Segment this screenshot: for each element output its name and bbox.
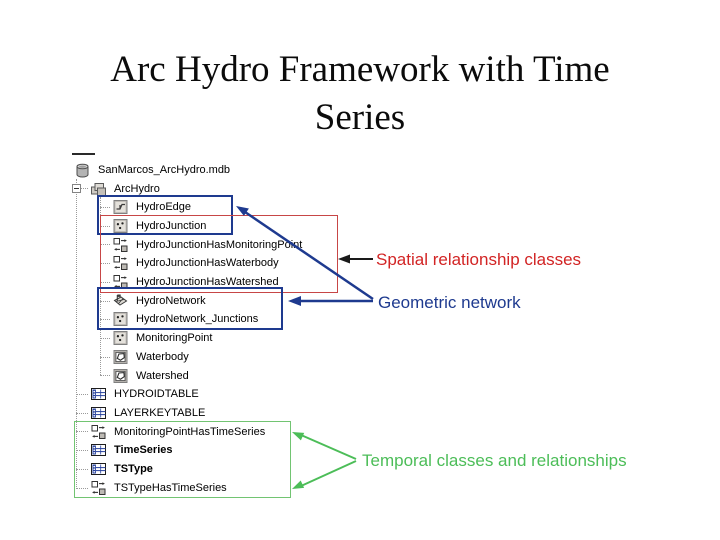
tree-item-label: MonitoringPoint — [136, 332, 213, 345]
tree-item-label: TSTypeHasTimeSeries — [114, 481, 227, 494]
geodatabase-icon — [74, 162, 91, 178]
tree-item-label: HydroNetwork — [136, 294, 206, 307]
tree-guide-stub — [100, 357, 110, 358]
polygon-feature-class-icon — [112, 349, 129, 365]
tree-item-label: HydroEdge — [136, 201, 192, 214]
tree-guide-stub — [100, 226, 110, 227]
tree-guide-stub — [76, 431, 88, 432]
tree-item-hydronetwork-junctions[interactable]: HydroNetwork_Junctions — [0, 310, 720, 329]
tree-guide-stub — [76, 469, 88, 470]
tree-item-hydrojunction[interactable]: HydroJunction — [0, 216, 720, 235]
point-feature-class-icon — [112, 311, 129, 327]
tree-item-archydro[interactable]: ArcHydro — [0, 179, 720, 198]
tree-item-timeseries[interactable]: TimeSeries — [0, 441, 720, 460]
tree-item-label: Waterbody — [136, 350, 189, 363]
tree-item-label: HydroJunctionHasWatershed — [136, 276, 279, 288]
tree-guide-stub — [100, 263, 110, 264]
tree-item-label: HydroJunction — [136, 219, 207, 232]
tree-item-label: SanMarcos_ArcHydro.mdb — [98, 163, 231, 176]
table-icon — [90, 386, 107, 402]
highlight-box-spatial-relationship-classes — [100, 215, 338, 293]
tree-item-label: HYDROIDTABLE — [114, 388, 199, 401]
slide-title-line1: Arc Hydro Framework with Time — [110, 49, 610, 90]
tree-guide-stub — [76, 188, 88, 189]
cropped-divider-line — [72, 153, 95, 155]
tree-item-sanmarcos-archydro-mdb[interactable]: SanMarcos_ArcHydro.mdb — [0, 160, 720, 179]
table-icon — [90, 442, 107, 458]
relationship-class-icon — [112, 255, 129, 271]
tree-item-hydrojunctionhaswaterbody[interactable]: HydroJunctionHasWaterbody — [0, 254, 720, 273]
tree-item-label: HydroNetwork_Junctions — [136, 313, 259, 326]
highlight-box-geometric-network — [97, 287, 283, 330]
line-feature-class-icon — [112, 199, 129, 215]
tree-item-label: ArcHydro — [114, 182, 160, 195]
tree-guide-stub — [100, 338, 110, 339]
tree-guide-stub — [100, 301, 110, 302]
spatial-relationship-classes-label: Spatial relationship classes — [376, 250, 582, 269]
table-icon — [90, 461, 107, 477]
tree-item-waterbody[interactable]: Waterbody — [0, 347, 720, 366]
tree-item-label: Watershed — [136, 369, 189, 382]
tree-item-label: TimeSeries — [114, 444, 173, 457]
tree-item-monitoringpoint[interactable]: MonitoringPoint — [0, 329, 720, 348]
feature-dataset-icon — [90, 181, 107, 197]
relationship-class-icon — [90, 480, 107, 496]
tree-item-label: HydroJunctionHasWaterbody — [136, 257, 279, 270]
tree-item-tstype[interactable]: TSType — [0, 460, 720, 479]
temporal-classes-label: Temporal classes and relationships — [362, 451, 627, 470]
geometric-network-icon — [112, 293, 129, 309]
geometric-network-label: Geometric network — [378, 293, 521, 312]
highlight-box-temporal-classes — [74, 421, 291, 498]
tree-guide-stub — [76, 413, 88, 414]
point-feature-class-icon — [112, 330, 129, 346]
tree-item-hydrojunctionhaswatershed[interactable]: HydroJunctionHasWatershed — [0, 273, 720, 292]
polygon-feature-class-icon — [112, 368, 129, 384]
tree-item-watershed[interactable]: Watershed — [0, 366, 720, 385]
tree-guide-stub — [76, 488, 88, 489]
relationship-class-icon — [112, 237, 129, 253]
tree-guide-stub — [100, 207, 110, 208]
tree-item-layerkeytable[interactable]: LAYERKEYTABLE — [0, 403, 720, 422]
relationship-class-icon — [90, 424, 107, 440]
tree-item-tstypehastimeseries[interactable]: TSTypeHasTimeSeries — [0, 478, 720, 497]
tree-guide-stub — [100, 375, 110, 376]
tree-guide-stub — [100, 282, 110, 283]
tree-item-label: LAYERKEYTABLE — [114, 406, 206, 419]
tree-item-monitoringpointhastimeseries[interactable]: MonitoringPointHasTimeSeries — [0, 422, 720, 441]
tree-item-hydroedge[interactable]: HydroEdge — [0, 198, 720, 217]
slide-title: Arc Hydro Framework with Time Series — [25, 46, 695, 142]
tree-item-hydronetwork[interactable]: HydroNetwork — [0, 291, 720, 310]
tree-item-label: MonitoringPointHasTimeSeries — [114, 425, 266, 438]
table-icon — [90, 405, 107, 421]
point-feature-class-icon — [112, 218, 129, 234]
tree-guide-line-root — [76, 179, 77, 487]
tree-guide-stub — [100, 244, 110, 245]
tree-guide-stub — [76, 450, 88, 451]
tree-guide-stub — [100, 319, 110, 320]
tree-item-label: TSType — [114, 463, 153, 475]
tree-item-hydroidtable[interactable]: HYDROIDTABLE — [0, 385, 720, 404]
tree-guide-stub — [76, 394, 88, 395]
slide-title-line2: Series — [314, 97, 406, 138]
tree-expander-minus[interactable] — [72, 184, 81, 193]
